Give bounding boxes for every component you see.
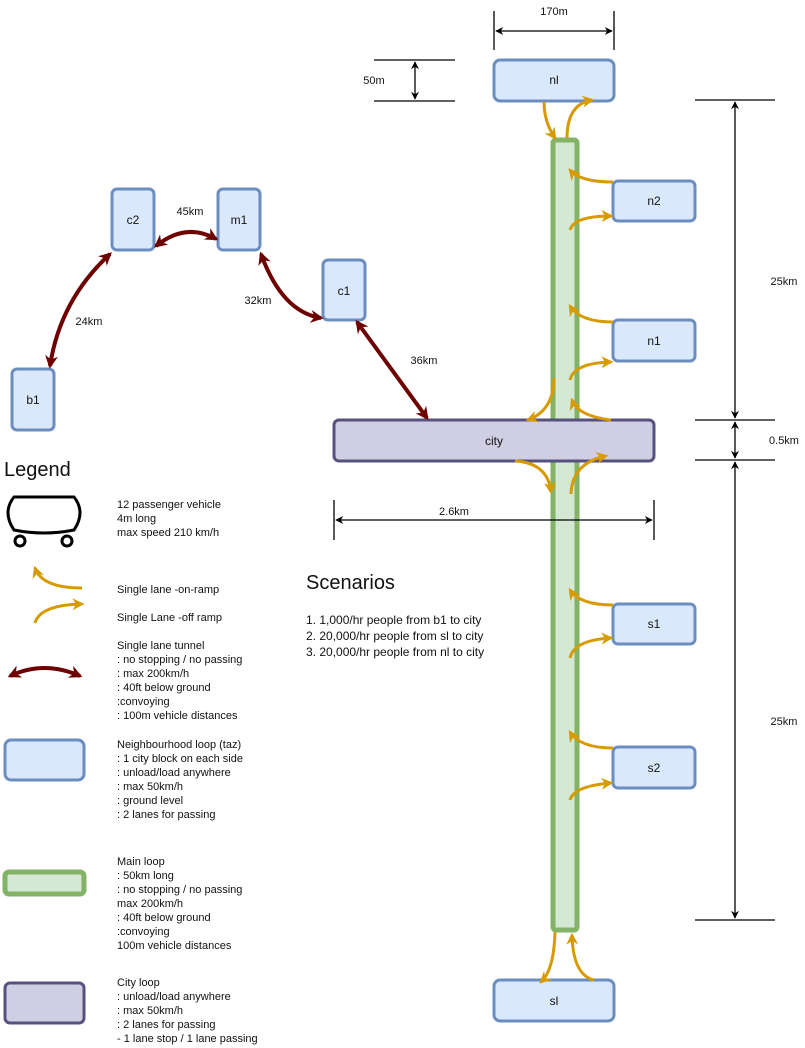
main-legend-icon (2, 869, 87, 897)
node-c2: c2 (110, 187, 156, 252)
node-n2: n2 (611, 179, 697, 223)
tunnel-m1-c1 (258, 251, 324, 323)
tunnel-b1-c2 (45, 252, 112, 369)
tunnel-c1-city (355, 319, 429, 421)
off-ramp-nl (542, 101, 557, 140)
on-ramp-nl (565, 95, 595, 139)
on-ramp-city-south (569, 452, 609, 495)
node-label: s2 (648, 761, 661, 775)
dist-c1-city: 36km (411, 355, 438, 367)
tunnel-legend-icon (7, 665, 83, 678)
on-ramp-legend-icon (32, 565, 83, 590)
legend-off-ramp: Single Lane -off ramp (117, 612, 222, 624)
node-n1: n1 (611, 318, 697, 363)
tunnel-c2-m1 (153, 228, 219, 248)
ramps (514, 95, 614, 984)
legend-taz-text: Neighbourhood loop (taz) : 1 city block … (117, 739, 246, 821)
node-label: n2 (647, 194, 661, 208)
legend-vehicle-text: 12 passenger vehicle 4m long max speed 2… (117, 499, 224, 539)
dist-m1-c1: 32km (245, 295, 272, 307)
node-label: n1 (647, 334, 661, 348)
main-loop (550, 137, 580, 933)
off-ramp-legend-icon (33, 598, 85, 624)
node-nl: nl (492, 58, 616, 103)
on-ramp-n1 (568, 303, 614, 324)
off-ramp-city-north (525, 377, 556, 423)
scenarios-list: 1. 1,000/hr people from b1 to city 2. 20… (306, 613, 487, 659)
scenario-item: 3. 20,000/hr people from nl to city (306, 645, 484, 659)
on-ramp-s1 (568, 588, 614, 607)
label-170m: 170m (540, 6, 568, 18)
node-label: m1 (231, 213, 248, 227)
dist-b1-c2: 24km (76, 316, 103, 328)
vehicle-icon (6, 495, 82, 548)
on-ramp-s2 (568, 729, 614, 750)
node-label: b1 (26, 393, 40, 407)
on-ramp-sl (566, 932, 595, 982)
legend-city-text: City loop : unload/load anywhere : max 5… (117, 977, 258, 1045)
off-ramp-s2 (568, 777, 614, 801)
node-b1: b1 (10, 367, 56, 432)
scenario-item: 2. 20,000/hr people from sl to city (306, 629, 483, 643)
tunnels (45, 228, 429, 421)
node-m1: m1 (216, 187, 262, 252)
label-50m: 50m (363, 75, 384, 87)
node-sl: sl (492, 978, 616, 1023)
label-south-length: 25km (771, 716, 798, 728)
node-s2: s2 (611, 745, 697, 790)
label-north-length: 25km (771, 276, 798, 288)
dimensions (333, 11, 775, 921)
legend-main-text: Main loop : 50km long : no stopping / no… (117, 856, 245, 952)
legend-tunnel-text: Single lane tunnel : no stopping / no pa… (117, 640, 245, 722)
off-ramp-sl (539, 931, 557, 984)
node-label: c2 (127, 213, 140, 227)
label-city-width: 2.6km (439, 506, 469, 518)
on-ramp-city-north (569, 397, 612, 422)
node-label: s1 (648, 617, 661, 631)
taz-legend-icon (3, 738, 86, 782)
city-legend-icon (3, 981, 86, 1025)
node-label: c1 (338, 284, 351, 298)
node-c1: c1 (321, 258, 367, 322)
on-ramp-n2 (568, 168, 614, 184)
scenario-item: 1. 1,000/hr people from b1 to city (306, 613, 481, 627)
scenarios-title: Scenarios (306, 572, 395, 594)
dist-c2-m1: 45km (177, 206, 204, 218)
label-city-gap: 0.5km (769, 435, 799, 447)
node-label: nl (549, 73, 558, 87)
off-ramp-n2 (568, 210, 614, 231)
node-city: city (332, 418, 656, 463)
off-ramp-city-south (514, 459, 556, 495)
node-label: city (485, 434, 503, 448)
off-ramp-s1 (568, 632, 614, 659)
legend-on-ramp: Single lane -on-ramp (117, 584, 219, 596)
node-label: sl (550, 994, 559, 1008)
node-s1: s1 (611, 602, 697, 646)
legend-title: Legend (4, 459, 71, 481)
off-ramp-n1 (568, 356, 614, 381)
